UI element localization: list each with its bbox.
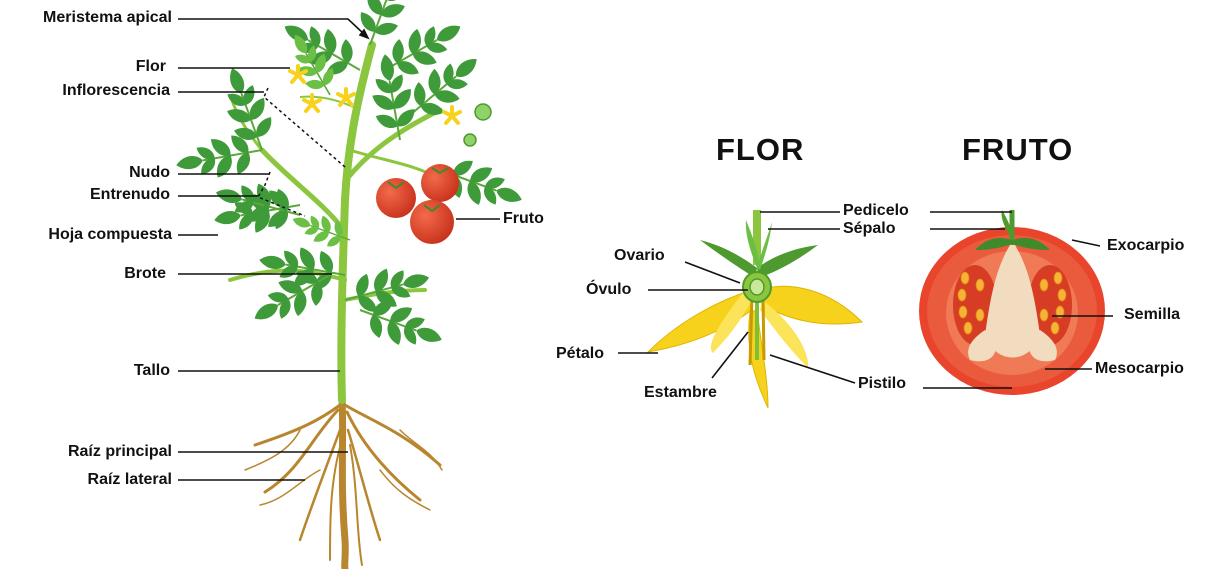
label-inflorescencia: Inflorescencia bbox=[0, 82, 170, 100]
label-brote: Brote bbox=[0, 265, 166, 283]
plant-tomatoes bbox=[376, 164, 459, 244]
leaves bbox=[172, 0, 530, 362]
label-tallo: Tallo bbox=[0, 362, 170, 380]
label-ovario: Ovario bbox=[614, 247, 665, 265]
flower-heading: FLOR bbox=[716, 132, 804, 168]
label-entrenudo: Entrenudo bbox=[0, 186, 170, 204]
label-raiz-principal: Raíz principal bbox=[0, 443, 172, 461]
label-nudo: Nudo bbox=[0, 164, 170, 182]
roots bbox=[245, 398, 442, 569]
plant-illustration bbox=[172, 0, 530, 569]
label-raiz-lateral: Raíz lateral bbox=[0, 471, 172, 489]
label-estambre: Estambre bbox=[644, 384, 717, 402]
label-flor: Flor bbox=[0, 58, 166, 76]
label-hoja-compuesta: Hoja compuesta bbox=[0, 226, 172, 244]
label-sepalo: Sépalo bbox=[843, 220, 895, 238]
label-meristema-apical: Meristema apical bbox=[0, 9, 172, 27]
label-fruto-planta: Fruto bbox=[503, 210, 544, 228]
fruit-heading: FRUTO bbox=[962, 132, 1073, 168]
label-semilla: Semilla bbox=[1124, 306, 1180, 324]
label-mesocarpio: Mesocarpio bbox=[1095, 360, 1184, 378]
label-pedicelo: Pedicelo bbox=[843, 202, 909, 220]
flower-illustration bbox=[648, 210, 862, 408]
label-pistilo: Pistilo bbox=[858, 375, 906, 393]
label-petalo: Pétalo bbox=[556, 345, 604, 363]
label-ovulo: Óvulo bbox=[586, 281, 631, 299]
label-exocarpio: Exocarpio bbox=[1107, 237, 1184, 255]
fruit-illustration bbox=[919, 210, 1105, 395]
